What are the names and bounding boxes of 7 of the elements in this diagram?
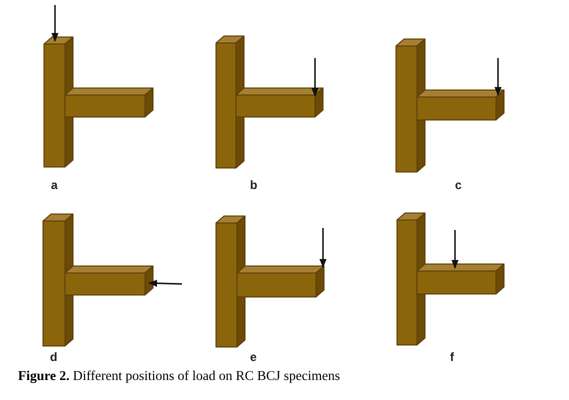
- figure-caption: Figure 2. Different positions of load on RC BCJ specimens: [18, 368, 340, 384]
- panel-letter: f: [450, 350, 454, 364]
- panel-letter: a: [51, 178, 58, 192]
- panel-letter: c: [455, 178, 462, 192]
- panel-letter: d: [50, 350, 58, 364]
- panel-letter: b: [250, 178, 258, 192]
- panel-letter: e: [250, 350, 257, 364]
